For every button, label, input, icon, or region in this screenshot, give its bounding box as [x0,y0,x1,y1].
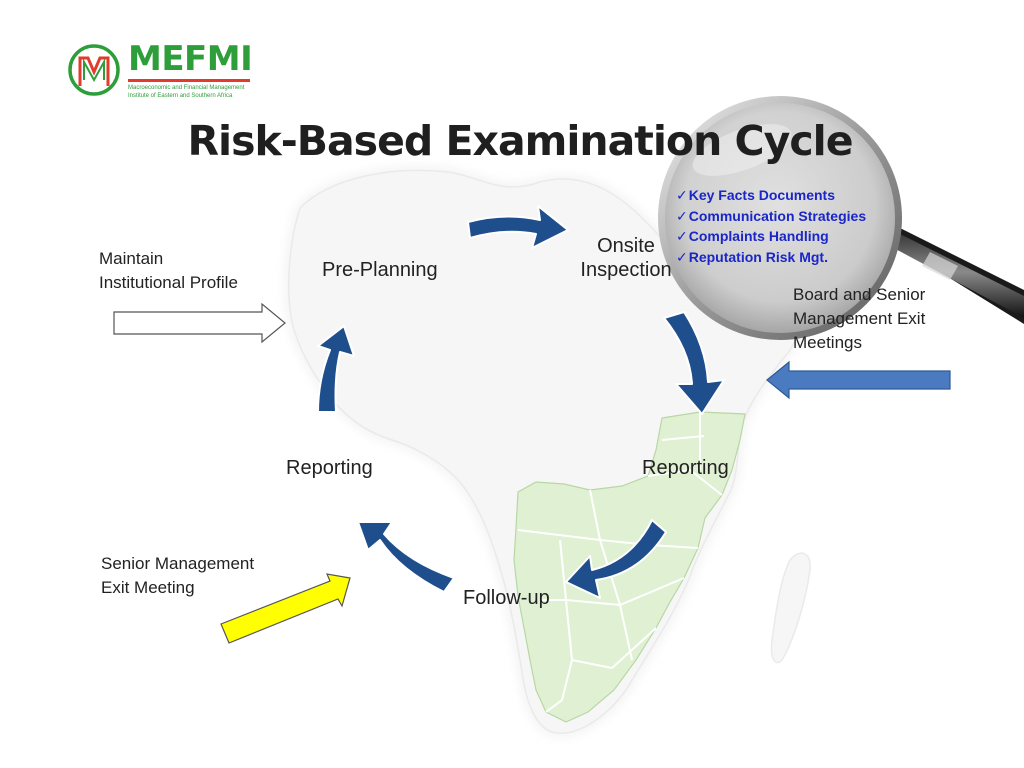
arrow-reporting-to-preplanning [317,325,355,413]
node-pre-planning: Pre-Planning [322,259,438,281]
arrow-followup-to-reporting [357,521,455,593]
checklist-item: Communication Strategies [676,206,866,227]
arrow-senior-input [220,573,351,644]
page-title: Risk-Based Examination Cycle [187,117,853,165]
label-senior-exit-meeting: Senior Management Exit Meeting [101,552,254,600]
label-senior-line2: Exit Meeting [101,578,195,597]
node-reporting-left: Reporting [286,457,373,479]
label-maintain-profile: Maintain Institutional Profile [99,247,238,295]
arrow-reporting-to-followup [565,519,667,599]
checklist-item: Complaints Handling [676,226,866,247]
cycle-arrows [317,205,725,599]
checklist-item: Reputation Risk Mgt. [676,247,866,268]
label-maintain-line2: Institutional Profile [99,273,238,292]
node-follow-up: Follow-up [463,587,550,609]
arrow-board-input [766,360,951,400]
mefmi-logo-icon [68,44,120,96]
node-reporting-right: Reporting [642,457,729,479]
logo-subtitle-line2: Institute of Eastern and Southern Africa [128,93,233,99]
arrow-onsite-to-reporting [663,311,725,415]
node-onsite-line1: Onsite [597,235,655,257]
label-board-meetings: Board and Senior Management Exit Meeting… [793,283,925,355]
arrow-maintain-input [113,302,286,344]
logo-underline [128,79,250,82]
node-onsite-line2: Inspection [580,259,672,281]
label-senior-line1: Senior Management [101,554,255,573]
label-maintain-line1: Maintain [99,249,164,268]
checklist-item: Key Facts Documents [676,185,866,206]
label-board-line2: Management Exit [793,309,926,328]
label-board-line3: Meetings [793,333,862,352]
label-board-line1: Board and Senior [793,285,926,304]
node-onsite-inspection: Onsite Inspection [571,234,681,282]
logo-subtitle-line1: Macroeconomic and Financial Management [128,85,245,91]
logo-wordmark: MEFMI [128,39,253,79]
logo-subtitle: Macroeconomic and Financial Management I… [128,84,278,100]
arrow-preplanning-to-onsite [467,205,569,249]
magnifier-checklist: Key Facts Documents Communication Strate… [676,185,866,267]
